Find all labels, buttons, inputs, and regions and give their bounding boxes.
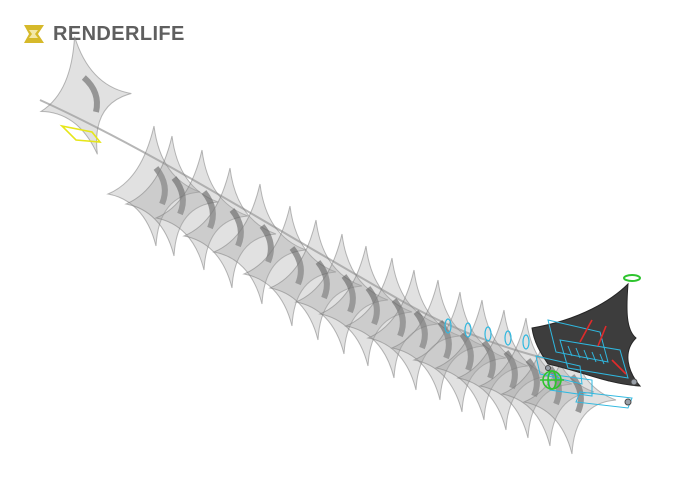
tail-gizmo[interactable] xyxy=(623,274,641,282)
rotate-gizmo[interactable] xyxy=(540,370,564,390)
rig-red-bones[interactable] xyxy=(579,319,627,375)
brand-name: RENDERLIFE xyxy=(53,23,185,45)
end-effectors[interactable] xyxy=(545,365,638,406)
ghost-frames xyxy=(29,29,616,454)
rig-controls[interactable] xyxy=(444,274,642,409)
renderlife-logo-icon xyxy=(24,25,44,43)
path-start-marker xyxy=(59,124,102,143)
brand-logo: RENDERLIFE xyxy=(22,20,185,48)
spine-line xyxy=(39,99,601,371)
motion-path xyxy=(59,124,102,143)
rig-cyan-hatches[interactable] xyxy=(567,345,605,365)
